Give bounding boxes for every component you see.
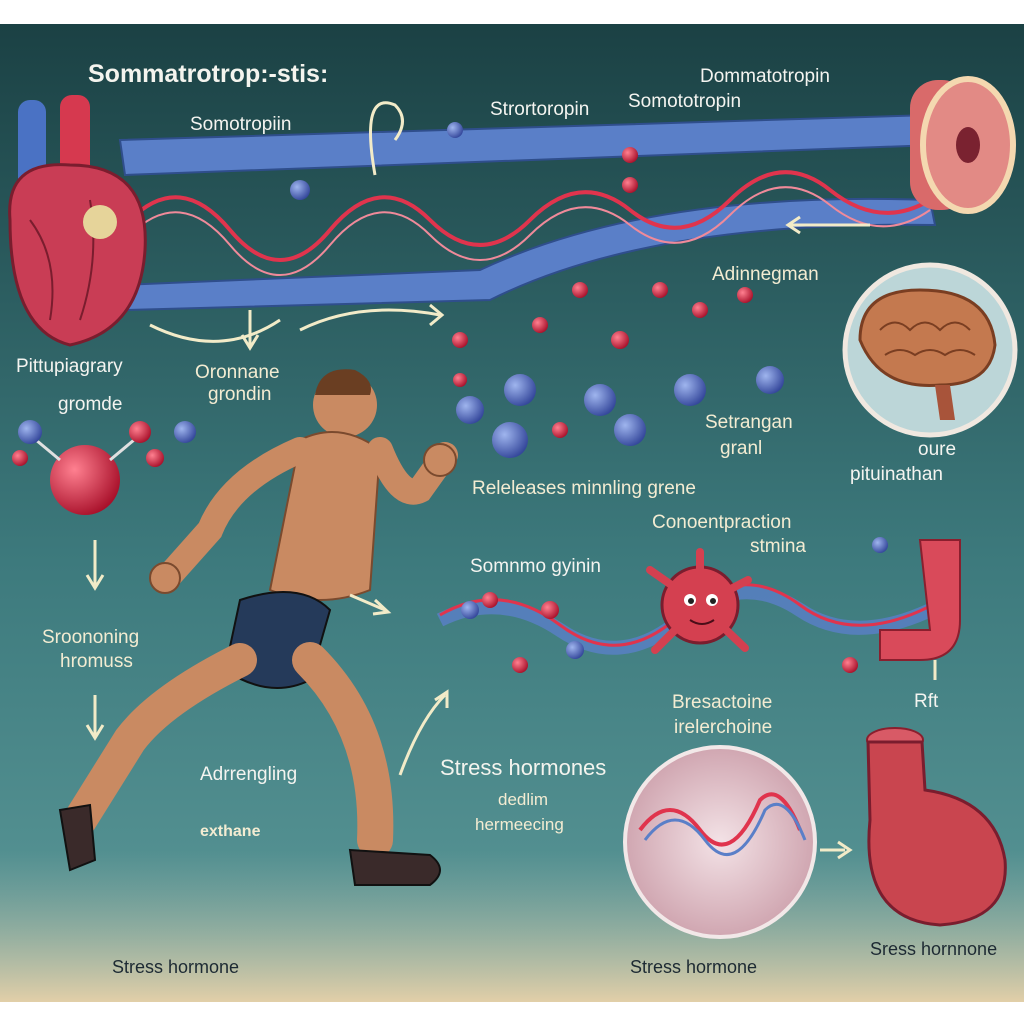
red-molecule-icon	[652, 282, 668, 298]
label-exthane: exthane	[200, 823, 261, 840]
red-molecule-icon	[552, 422, 568, 438]
blue-molecule-icon	[290, 180, 310, 200]
label-oure: oure	[918, 439, 956, 460]
label-conoentpraction: Conoentpraction	[652, 512, 791, 533]
label-hermeecing: hermeecing	[475, 815, 564, 834]
red-molecule-icon	[622, 177, 638, 193]
blue-molecule-icon	[584, 384, 616, 416]
stomach	[866, 727, 1007, 927]
arrows	[85, 101, 937, 860]
shoe-icon	[348, 848, 441, 886]
ground	[0, 850, 1024, 1002]
shoe-icon	[58, 803, 97, 872]
red-molecule-icon	[541, 601, 559, 619]
blue-molecule-icon	[461, 601, 479, 619]
label-dedlim: dedlim	[498, 790, 548, 809]
arrow-head-icon	[85, 574, 105, 591]
runner	[58, 369, 458, 886]
label-somotropiin: Somotropiin	[190, 114, 291, 135]
label-stress-hormone-left: Stress hormone	[112, 957, 239, 977]
blood-vessels	[118, 113, 961, 661]
red-molecule-icon	[453, 373, 467, 387]
label-setrangan: Setrangan	[705, 412, 793, 433]
brain-circle	[842, 262, 1018, 438]
red-molecule-icon	[532, 317, 548, 333]
red-molecule-icon	[622, 147, 638, 163]
label-releases: Releleases minnling grene	[472, 478, 696, 499]
label-granl: granl	[720, 438, 762, 459]
background	[0, 24, 1024, 1002]
blue-molecule-icon	[566, 641, 584, 659]
blue-molecule-icon	[872, 537, 888, 553]
label-irelerchoine: irelerchoine	[674, 717, 772, 738]
label-hromuss: hromuss	[60, 651, 133, 672]
blue-molecule-icon	[447, 122, 463, 138]
label-gromde: gromde	[58, 394, 122, 415]
blue-molecule-icon	[674, 374, 706, 406]
blue-molecule-icon	[456, 396, 484, 424]
blue-molecule-icon	[492, 422, 528, 458]
red-molecule-icon	[737, 287, 753, 303]
blue-molecule-icon	[614, 414, 646, 446]
label-dommatotropin: Dommatotropin	[700, 66, 830, 87]
virus-character	[646, 548, 752, 654]
label-stress-hormone-mid: Stress hormone	[630, 957, 757, 977]
label-pituinathan: pituinathan	[850, 464, 943, 485]
blue-molecule-icon	[756, 366, 784, 394]
red-molecule-icon	[611, 331, 629, 349]
label-adinnegman: Adinnegman	[712, 264, 819, 285]
label-oronnane: Oronnane	[195, 362, 280, 383]
diagram-title: Sommatrotrop:-stis:	[88, 60, 328, 88]
label-grondin: grondin	[208, 384, 271, 405]
label-rft: Rft	[914, 691, 939, 712]
label-stress-hormones: Stress hormones	[440, 755, 606, 780]
blue-molecule-icon	[504, 374, 536, 406]
label-pittupiagrary: Pittupiagrary	[16, 356, 123, 377]
red-molecule-icon	[482, 592, 498, 608]
red-molecule-icon	[842, 657, 858, 673]
red-molecule-icon	[452, 332, 468, 348]
label-bresactoine: Bresactoine	[672, 692, 772, 713]
label-stress-hormone-right: Sress hornnone	[870, 939, 997, 959]
red-molecule-icon	[512, 657, 528, 673]
label-somnmo: Somnmo gyinin	[470, 556, 601, 577]
label-strortoropin: Strortoropin	[490, 99, 589, 120]
muscle-roll	[910, 76, 1016, 214]
red-molecule-icon	[572, 282, 588, 298]
label-somototropin: Somototropin	[628, 91, 741, 112]
heart	[8, 95, 147, 347]
label-adrrengling: Adrrengling	[200, 764, 297, 785]
red-molecule-icon	[692, 302, 708, 318]
label-sroononing: Sroononing	[42, 627, 139, 648]
vessel-tube	[879, 539, 961, 661]
molecule-circle	[623, 745, 817, 939]
label-stmina: stmina	[750, 536, 806, 557]
left-molecule	[12, 420, 196, 515]
